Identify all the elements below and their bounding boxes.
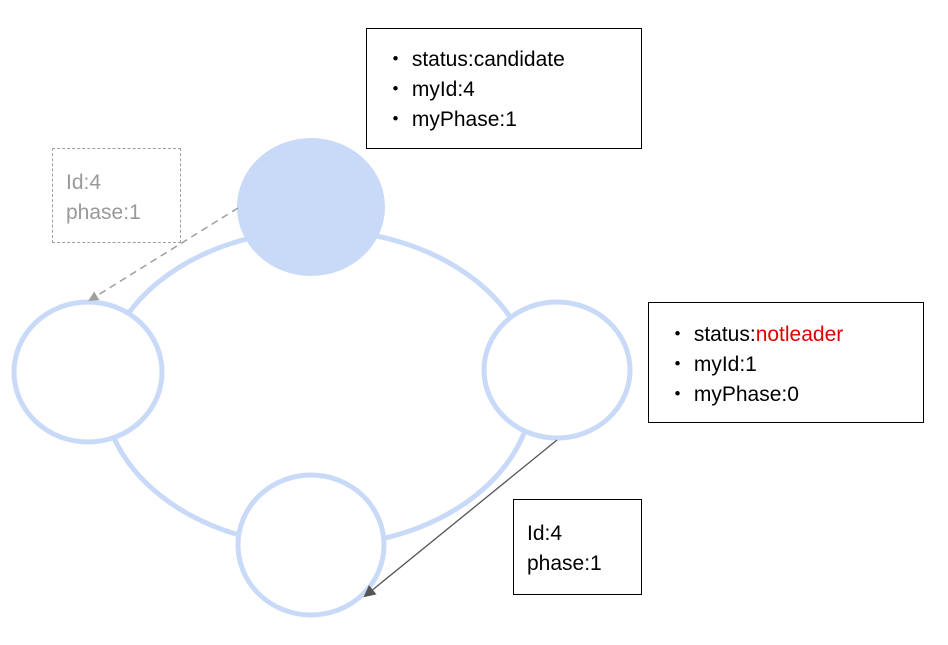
solid-arrow: [363, 439, 558, 598]
node-bottom: [235, 472, 387, 618]
status-value: candidate: [473, 48, 565, 71]
message-id: Id:4: [527, 522, 563, 545]
message-id: Id:4: [66, 171, 102, 194]
dashed-message-box: Id:4 phase:1: [52, 148, 181, 243]
status-label: ・ status:: [667, 323, 756, 346]
candidate-info-box: ・ status:candidate ・ myId:4 ・ myPhase:1: [366, 28, 642, 149]
myid-line: ・ myId:1: [667, 353, 757, 376]
right-info-box: ・ status:notleader ・ myId:1 ・ myPhase:0: [648, 302, 924, 423]
node-top-candidate: [237, 138, 385, 276]
status-line: ・ status:notleader: [667, 320, 923, 350]
status-label: ・ status:: [385, 48, 474, 71]
message-phase: phase:1: [527, 552, 602, 575]
myid-line: ・ myId:4: [385, 78, 475, 101]
myphase-line: ・ myPhase:1: [385, 108, 517, 131]
dashed-arrow: [88, 207, 239, 302]
solid-message-box: Id:4 phase:1: [513, 499, 642, 595]
node-left: [11, 299, 165, 445]
myphase-line: ・ myPhase:0: [667, 383, 799, 406]
node-right: [481, 299, 633, 441]
status-line: ・ status:candidate: [385, 45, 641, 75]
message-phase: phase:1: [66, 201, 141, 224]
status-value: notleader: [755, 323, 844, 346]
